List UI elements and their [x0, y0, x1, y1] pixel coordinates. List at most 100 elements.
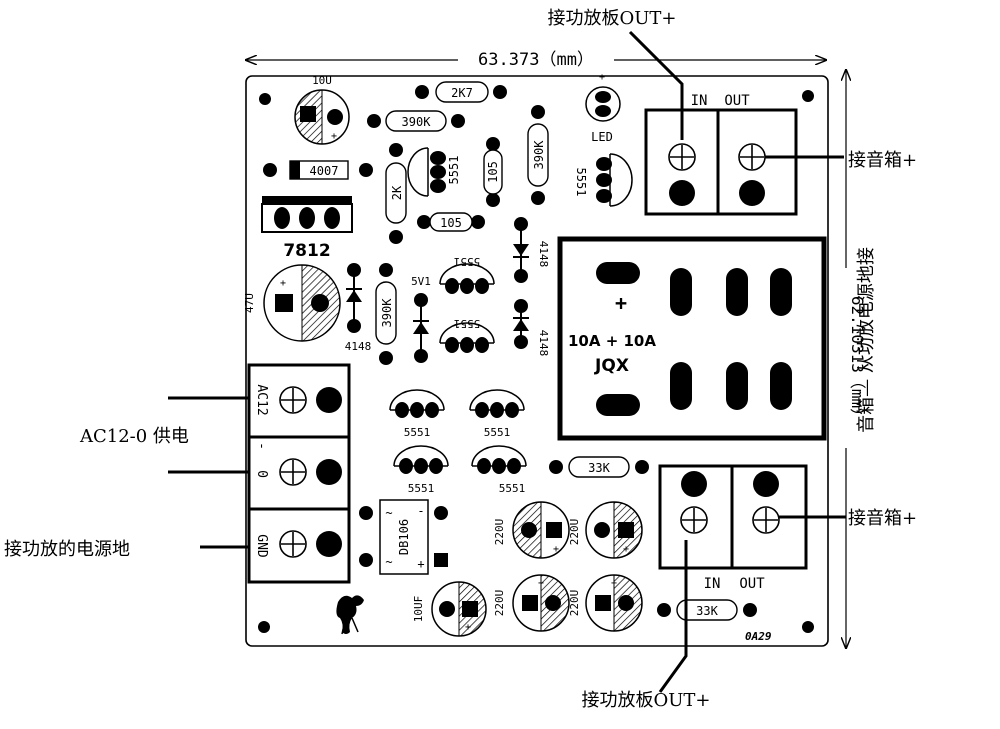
transistor-5551-b: 5551 — [574, 153, 633, 207]
resistor-390k-top-label: 390K — [402, 115, 432, 129]
capacitor-105-vertical-label: 105 — [486, 161, 500, 183]
screw-terminal — [279, 530, 307, 558]
terminal-pad — [681, 471, 707, 497]
capacitor-220u-d-plus: + — [611, 578, 617, 589]
relay-plus: + — [615, 291, 627, 315]
mounting-holes — [258, 90, 814, 633]
bridge-rectifier-label: DB106 — [397, 519, 411, 555]
bridge-rectifier-db106: DB106 ~ ~ - + — [359, 499, 448, 575]
capacitor-10u-label: 10U — [312, 74, 332, 87]
terminal-top-in-label: IN — [691, 93, 708, 109]
terminal-top-out-label: OUT — [724, 93, 750, 109]
transistor-5551-e-label: 5551 — [404, 426, 431, 439]
transistor-5551-f-label: 5551 — [484, 426, 511, 439]
screw-terminal — [279, 458, 307, 486]
bridge-ac-1: ~ — [385, 506, 392, 520]
callout-speaker-plus-2-label: 接音箱+ — [848, 508, 917, 529]
dash-terminal-label: - — [254, 442, 269, 450]
led-label: LED — [591, 130, 613, 144]
power-terminal-block: AC12 - 0 GND — [247, 363, 351, 584]
bridge-minus: - — [417, 504, 424, 518]
capacitor-10u: 10U + — [294, 74, 350, 145]
capacitor-220u-c: + 220U — [493, 574, 570, 632]
resistor-33k-bottom: 33K — [657, 599, 757, 621]
resistor-390k-vertical-label: 390K — [532, 140, 546, 170]
resistor-390k-top: 390K — [367, 110, 465, 132]
screw-terminal — [279, 386, 307, 414]
capacitor-220u-c-label: 220U — [493, 590, 506, 617]
mounting-hole — [802, 621, 814, 633]
relay-rating-label: 10A + 10A — [568, 332, 656, 350]
transistor-5551-e: 5551 — [389, 389, 445, 439]
designer-logo — [336, 595, 364, 635]
relay-name-label: JQX — [594, 356, 629, 376]
width-dimension: 63.373（mm） — [246, 49, 826, 70]
capacitor-105-vertical: 105 — [483, 137, 503, 207]
bridge-plus: + — [417, 557, 424, 571]
callout-bottom-out-label: 接功放板OUT+ — [581, 690, 710, 711]
callout-ac-supply: AC12-0 供电 — [79, 396, 248, 474]
width-dimension-label: 63.373（mm） — [478, 50, 594, 70]
callout-amp-ground: 接功放的电源地 — [4, 539, 248, 560]
capacitor-10uf-label: 10UF — [412, 596, 425, 623]
transistor-5551-a: 5551 — [407, 147, 461, 197]
transistor-5551-c-label: 5551 — [454, 255, 481, 268]
mounting-hole — [802, 90, 814, 102]
terminal-bottom-in-label: IN — [704, 576, 721, 592]
capacitor-220u-a-label: 220U — [493, 519, 506, 546]
diode-4007: 4007 — [263, 160, 373, 180]
transistor-5551-h: 5551 — [471, 445, 527, 495]
resistor-33k-mid: 33K — [549, 456, 649, 478]
bridge-ac-2: ~ — [385, 555, 392, 569]
callout-bottom-out: 接功放板OUT+ — [581, 540, 711, 711]
callout-amp-ground-label: 接功放的电源地 — [4, 539, 130, 560]
height-dimension: 62.10313（mm） — [836, 70, 867, 648]
terminal-pad — [669, 180, 695, 206]
ac12-terminal-label: AC12 — [254, 384, 269, 415]
zener-5v1-label: 5V1 — [411, 275, 431, 288]
transistor-5551-d: 5551 — [439, 317, 495, 353]
diode-4007-label: 4007 — [310, 164, 339, 178]
transistor-5551-f: 5551 — [469, 389, 525, 439]
regulator-7812-label: 7812 — [283, 241, 330, 261]
resistor-390k-mid-label: 390K — [380, 298, 394, 328]
callout-speaker-plus-2: 接音箱+ — [779, 508, 917, 529]
capacitor-47u: + 47U — [243, 264, 341, 342]
transistor-5551-c: 5551 — [439, 255, 495, 294]
callout-speaker-minus-label: 音箱— 从功放电源地接 — [856, 247, 877, 433]
capacitor-105-horizontal-label: 105 — [440, 216, 462, 230]
capacitor-220u-d: + 220U — [568, 574, 643, 632]
capacitor-10u-plus: + — [331, 131, 337, 142]
terminal-pad — [753, 471, 779, 497]
resistor-33k-bottom-label: 33K — [696, 604, 718, 618]
callout-ac-supply-label: AC12-0 供电 — [79, 426, 189, 447]
callout-speaker-plus-1: 接音箱+ — [765, 150, 917, 171]
capacitor-220u-c-plus: + — [538, 578, 544, 589]
relay-jqx: + 10A + 10A JQX — [557, 236, 827, 441]
capacitor-47u-plus: + — [280, 278, 286, 289]
diode-4148-right-top: 4148 — [513, 217, 550, 283]
capacitor-220u-b-label: 220U — [568, 519, 581, 546]
gnd-terminal-label: GND — [254, 534, 269, 558]
mounting-hole — [259, 93, 271, 105]
callout-top-out: 接功放板OUT+ — [547, 8, 684, 140]
led-plus: + — [599, 72, 605, 83]
terminal-pad — [739, 180, 765, 206]
board-code-label: 0A29 — [745, 630, 772, 643]
capacitor-47u-label: 47U — [243, 293, 256, 313]
capacitor-220u-d-label: 220U — [568, 590, 581, 617]
terminal-pad — [316, 387, 342, 413]
capacitor-220u-a-plus: + — [553, 544, 559, 555]
diode-4148-right-bottom-label: 4148 — [537, 330, 550, 357]
resistor-2k7: 2K7 — [415, 81, 507, 103]
zener-5v1: 5V1 — [411, 275, 431, 363]
capacitor-105-horizontal: 105 — [417, 212, 485, 232]
callout-speaker-minus: 音箱— 从功放电源地接 — [856, 247, 877, 433]
resistor-390k-vertical: 390K — [527, 105, 549, 205]
transistor-5551-a-label: 5551 — [447, 156, 461, 185]
mounting-hole — [258, 621, 270, 633]
resistor-2k7-label: 2K7 — [451, 86, 473, 100]
transistor-5551-h-label: 5551 — [499, 482, 526, 495]
resistor-390k-mid: 390K — [375, 263, 397, 365]
zero-terminal-label: 0 — [254, 470, 269, 478]
